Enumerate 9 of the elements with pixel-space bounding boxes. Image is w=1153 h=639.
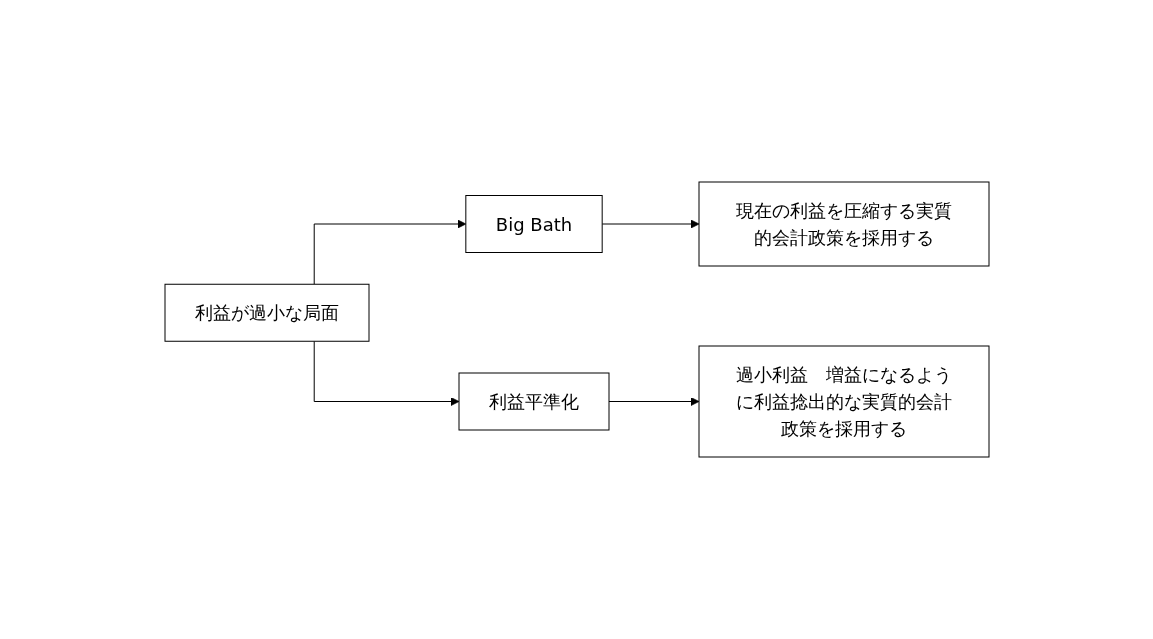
node-box: 過小利益 増益になるように利益捻出的な実質的会計政策を採用する	[698, 345, 989, 458]
arrow	[313, 340, 459, 406]
arrow	[313, 219, 466, 285]
node-box: 利益が過小な局面	[164, 283, 369, 342]
arrow	[601, 219, 699, 229]
arrow	[608, 397, 699, 406]
node-box: Big Bath	[464, 195, 603, 253]
node-box: 利益平準化	[458, 372, 609, 431]
node-box: 現在の利益を圧縮する実質的会計政策を採用する	[698, 181, 989, 267]
